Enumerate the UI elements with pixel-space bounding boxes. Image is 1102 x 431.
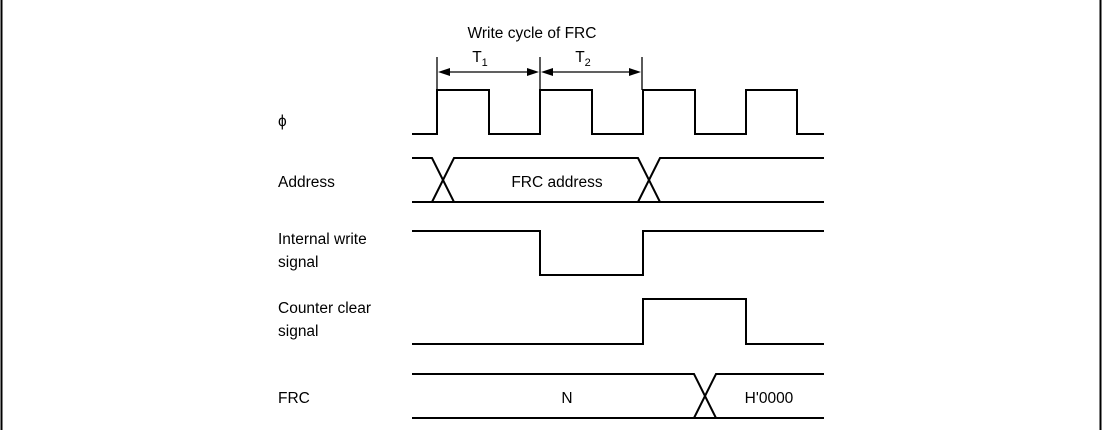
address-label: Address (278, 174, 335, 191)
t1-arrow (438, 68, 539, 76)
frc-bus-new (693, 373, 824, 419)
t1-label: T1 (472, 49, 488, 69)
phi-label: ϕ (278, 113, 287, 130)
address-bus-left-old (412, 157, 456, 203)
write-signal-label-line2: signal (278, 254, 319, 271)
clear-signal-label-line1: Counter clear (278, 300, 371, 317)
address-bus-valid (431, 157, 662, 203)
write-cycle-title: Write cycle of FRC (468, 25, 597, 42)
clear-signal-label-line2: signal (278, 323, 319, 340)
clear-signal-waveform (412, 298, 824, 345)
frc-value-new: H'0000 (745, 390, 794, 407)
write-signal-label-line1: Internal write (278, 231, 367, 248)
frc-value-old: N (561, 390, 572, 407)
frc-label: FRC (278, 390, 310, 407)
phi-waveform (412, 89, 824, 135)
write-signal-waveform (412, 230, 824, 276)
t2-label: T2 (575, 49, 591, 69)
address-value: FRC address (511, 174, 603, 191)
address-bus-right-new (637, 157, 824, 203)
t2-arrow (541, 68, 641, 76)
